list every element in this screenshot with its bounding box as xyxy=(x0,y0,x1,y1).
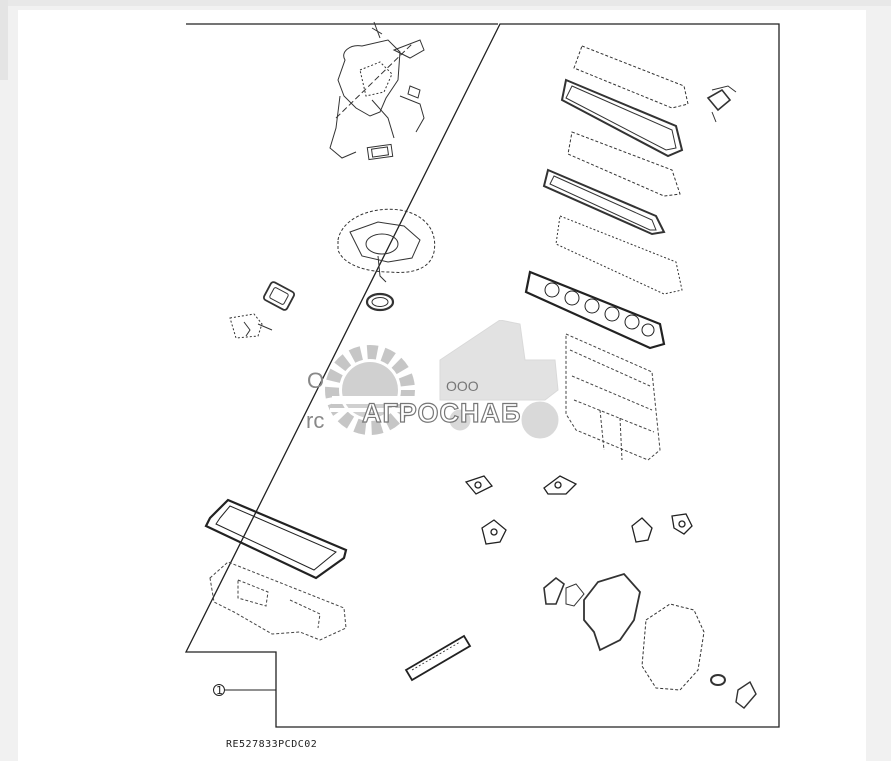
water-pump-housing xyxy=(329,21,425,161)
timing-cover-group xyxy=(543,572,757,709)
small-gasket-left xyxy=(229,281,296,339)
callout-label: 1 xyxy=(216,684,223,697)
top-strip xyxy=(0,0,891,6)
gear-icon xyxy=(325,345,450,435)
head-gasket xyxy=(524,270,666,350)
background-text-fragment: O xyxy=(307,368,325,393)
background-text-fragment: rc xyxy=(306,408,325,433)
strip-gasket xyxy=(404,634,472,682)
valve-cover-stack xyxy=(542,45,689,295)
watermark-prefix: ООО xyxy=(446,378,479,394)
bracket-top-right xyxy=(706,85,737,123)
small-gaskets-middle xyxy=(464,475,693,545)
oil-pan-gasket xyxy=(204,498,348,580)
diagram-frame xyxy=(184,23,780,728)
oil-pan xyxy=(209,561,347,641)
callout-1[interactable]: 1 xyxy=(213,684,277,697)
left-scroll-strip xyxy=(0,0,8,80)
engine-block xyxy=(565,333,661,461)
watermark-brand: АГРОСНАБ xyxy=(361,397,522,428)
combine-harvester-icon xyxy=(439,320,559,439)
agrosnab-watermark xyxy=(325,320,559,439)
flywheel-housing xyxy=(337,208,436,312)
part-code-label: RE527833PCDC02 xyxy=(226,739,318,750)
